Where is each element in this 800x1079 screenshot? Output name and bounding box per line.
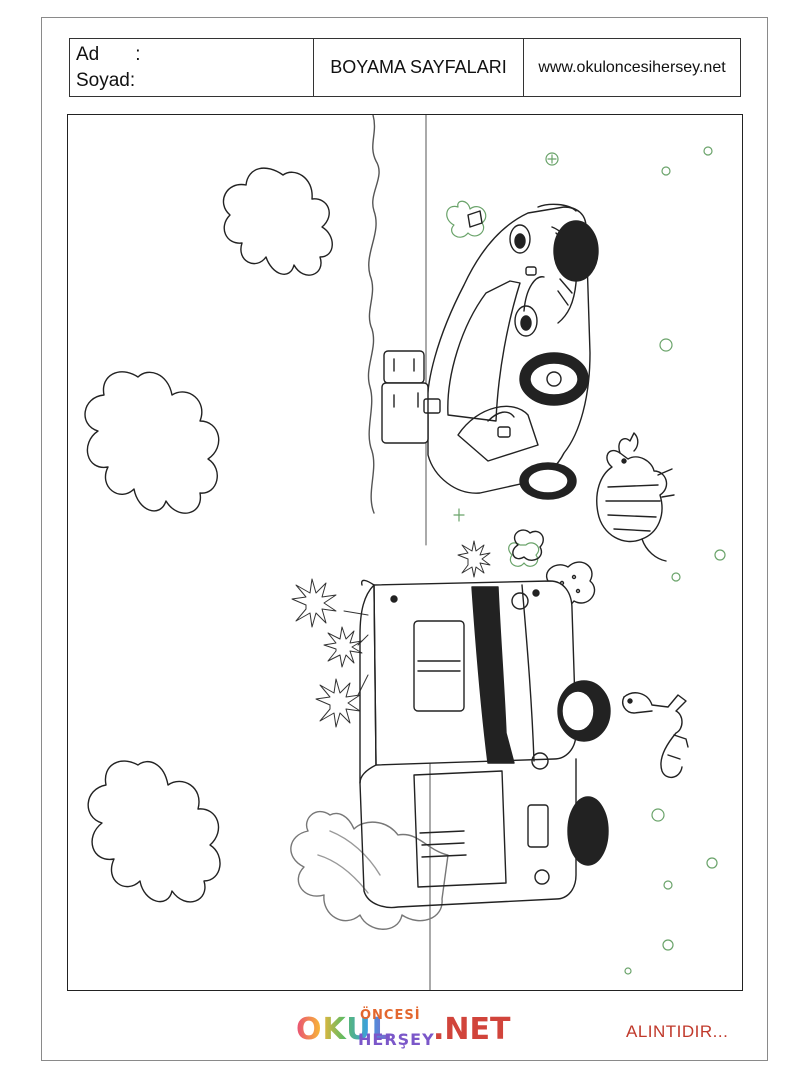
cloud-3 <box>87 760 221 903</box>
spiky-bush-3 <box>315 678 361 728</box>
coloring-picture-frame <box>67 114 743 991</box>
caravan-illustration <box>359 579 611 909</box>
caravan-window <box>413 620 465 712</box>
logo-main-text: OKUL <box>296 1012 392 1047</box>
armadillo <box>596 432 675 562</box>
road-line <box>425 115 431 990</box>
luggage-1 <box>383 350 425 384</box>
spiky-bush-4 <box>457 540 491 578</box>
worksheet-title: BOYAMA SAYFALARI <box>314 39 524 96</box>
rock-formation <box>290 810 449 930</box>
spiky-bush-1 <box>291 578 337 628</box>
name-cell: Ad : Soyad: <box>70 39 314 96</box>
name-label: Ad <box>76 44 100 65</box>
car-illustration <box>381 203 599 500</box>
spiky-bush-2 <box>323 626 363 668</box>
cliff-edge <box>367 115 380 514</box>
logo-net-text: .NET <box>433 1012 511 1047</box>
surname-label: Soyad: <box>76 70 136 91</box>
site-logo[interactable]: OKUL ÖNCESİ HERŞEY .NET <box>296 1008 510 1054</box>
logo-top-text: ÖNCESİ <box>360 1008 421 1023</box>
logo-bottom-text: HERŞEY <box>358 1030 435 1049</box>
cloud-1 <box>222 167 333 276</box>
name-colon: : <box>135 44 141 65</box>
page-border <box>41 17 768 1061</box>
website-text: www.okuloncesihersey.net <box>538 58 726 76</box>
cloud-2 <box>84 371 220 514</box>
caravan-door <box>413 770 507 888</box>
attribution-note: ALINTIDIR... <box>626 1022 729 1041</box>
lizard <box>622 692 689 778</box>
worksheet-header: Ad : Soyad: BOYAMA SAYFALARI www.okulonc… <box>69 38 741 97</box>
coloring-illustration <box>84 115 726 990</box>
luggage-2 <box>381 382 429 444</box>
